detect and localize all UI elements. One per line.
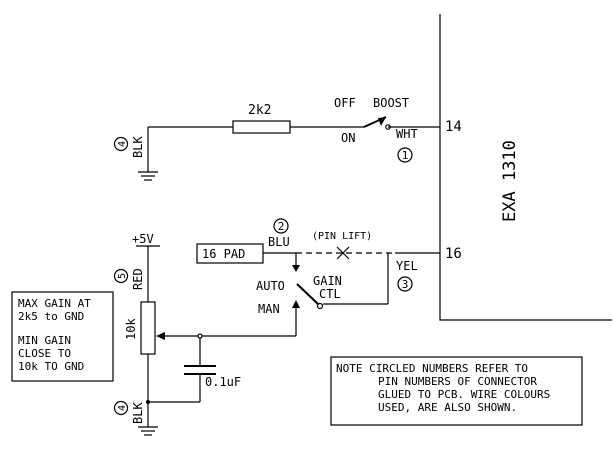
circle-num-yel: 3 [402, 278, 409, 291]
supply-label: +5V [132, 232, 154, 246]
switch-on-label: ON [341, 131, 355, 145]
wire-label-yel: YEL [396, 259, 418, 273]
left-branch: +5V 5 RED 10k 0.1uF 4 BLK [113, 232, 241, 436]
switch-auto-label: AUTO [256, 279, 285, 293]
main-note-line3: GLUED TO PCB. WIRE COLOURS [378, 388, 550, 401]
gain-note-line5: 10k TO GND [18, 360, 84, 373]
main-note-box: NOTE CIRCLED NUMBERS REFER TO PIN NUMBER… [330, 356, 583, 426]
main-note-line1: NOTE CIRCLED NUMBERS REFER TO [336, 362, 528, 375]
pot-value-label: 10k [124, 318, 138, 340]
gain-note-line2: 2k5 to GND [18, 310, 84, 323]
pin-16-label: 16 [445, 246, 462, 262]
switch-man-label: MAN [258, 302, 280, 316]
gain-ctl-label-line2: CTL [319, 287, 341, 301]
circle-marker-red [113, 268, 129, 284]
main-note-line4: USED, ARE ALSO SHOWN. [378, 401, 517, 414]
circle-marker-wht [397, 147, 413, 163]
circle-marker-top-gnd [113, 136, 129, 152]
circle-num-blu: 2 [278, 220, 285, 233]
circle-num-bottom-gnd: 4 [117, 405, 128, 411]
circle-num-wht: 1 [402, 149, 409, 162]
pin-14-label: 14 [445, 119, 462, 135]
resistor-2k2-label: 2k2 [248, 103, 271, 118]
pad-label: 16 PAD [202, 247, 245, 261]
wire-label-top-blk: BLK [131, 136, 145, 158]
main-note-line2: PIN NUMBERS OF CONNECTOR [378, 375, 537, 388]
top-branch: 4 BLK 2k2 OFF BOOST ON WHT 1 [113, 96, 440, 181]
gain-note-line4: CLOSE TO [18, 347, 71, 360]
capacitor-value-label: 0.1uF [205, 375, 241, 389]
gain-control-switch: AUTO MAN GAIN CTL [160, 274, 342, 337]
gain-note-line3: MIN GAIN [18, 334, 71, 347]
middle-branch: 16 PAD 2 BLU (PIN LIFT) YEL 3 [196, 218, 440, 305]
circle-num-red: 5 [117, 273, 128, 279]
circle-marker-blu [273, 218, 289, 234]
wire-label-wht: WHT [396, 127, 418, 141]
circle-num-top-gnd: 4 [117, 141, 128, 147]
wire-label-bottom-blk: BLK [131, 402, 145, 424]
pin-lift-label: (PIN LIFT) [312, 231, 372, 242]
gain-note-box: MAX GAIN AT 2k5 to GND MIN GAIN CLOSE TO… [11, 291, 114, 382]
wire-label-red: RED [131, 268, 145, 290]
circle-marker-bottom-gnd [113, 400, 129, 416]
gain-ctl-label-line1: GAIN [313, 274, 342, 288]
switch-boost-label: BOOST [373, 96, 409, 110]
ground-symbol-bottom [138, 426, 158, 436]
ground-symbol-top [138, 127, 158, 181]
switch-off-label: OFF [334, 96, 356, 110]
wire-label-blu: BLU [268, 235, 290, 249]
boost-switch [363, 116, 440, 130]
ic-block: EXA 1310 14 16 [439, 14, 612, 321]
ic-label: EXA 1310 [500, 140, 520, 222]
gain-note-line1: MAX GAIN AT [18, 297, 91, 310]
circle-marker-yel [397, 276, 413, 292]
